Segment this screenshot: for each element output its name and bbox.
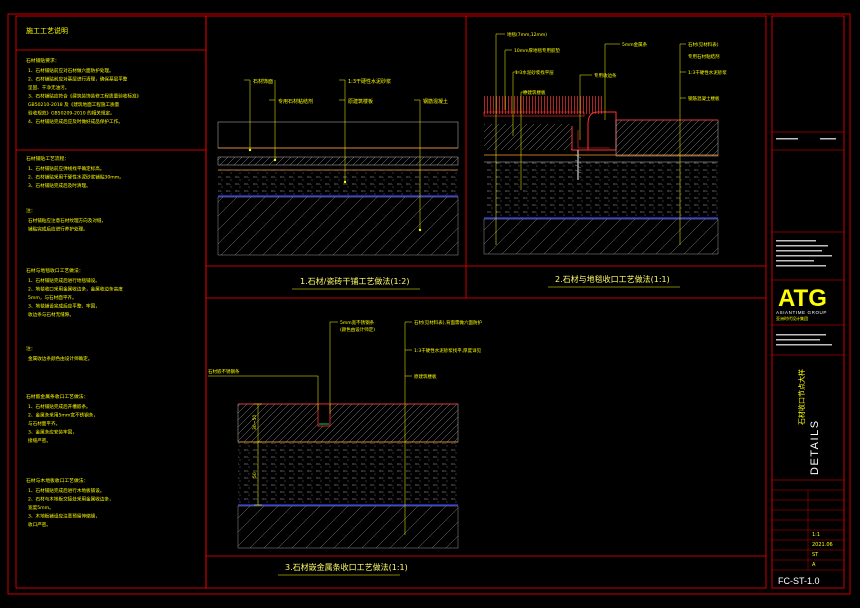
detail1-label-5: 钢筋混凝土	[423, 98, 448, 105]
notes-body: 石材铺贴要求： 1、石材铺贴前应对石材做六面防护处理。 2、石材铺贴前应对基层进行清…	[26, 57, 141, 528]
category-en: DETAILS	[809, 419, 821, 475]
detail-frames	[205, 15, 767, 589]
detail2-label-10: 钢筋混凝土楼板	[688, 95, 720, 102]
notes-sec3-note-head: 注：	[26, 345, 36, 352]
notes-title: 施工工艺说明	[26, 26, 68, 35]
detail3-label-5: 原建筑楼板	[414, 373, 437, 380]
scale-value: 1:1	[812, 532, 820, 538]
notes-sec2-head: 石材铺贴工艺流程：	[26, 155, 69, 162]
notes-line: 1、石材铺贴前应弹线找平确定标高。	[28, 165, 104, 172]
notes-line: 3、石材铺贴应符合《建筑装饰装修工程质量验收标准》	[28, 93, 141, 100]
detail2-label-3: 1:3水泥砂浆找平层	[515, 69, 554, 76]
detail2-label-2: 10mm厚地毯专用胶垫	[514, 47, 560, 54]
notes-panel: 施工工艺说明 石材铺贴要求： 1、石材铺贴前应对石材做六面防护处理。 2、石材铺贴前…	[15, 15, 207, 589]
category-cn: 石材收口节点大样	[797, 369, 806, 425]
atg-logo: ATG	[778, 285, 827, 312]
notes-line: 1、石材铺贴前应对石材做六面防护处理。	[28, 67, 114, 74]
notes-line: 2、石材铺贴前应对基层进行清理，确保基层平整	[28, 76, 128, 83]
notes-line: 2、石材与木地板交接处采用金属收边条，	[28, 496, 114, 503]
notes-line: 宽度5mm。	[28, 504, 54, 511]
notes-line: 3、石材铺贴完成后及时清理。	[28, 182, 91, 189]
notes-line: 1、石材铺贴完成后进行木地板铺设。	[28, 487, 104, 494]
detail1-label-3: 1:3干硬性水泥砂浆	[348, 78, 391, 85]
notes-sec3-head: 石材与地毯收口工艺做法：	[26, 267, 84, 274]
detail1-caption: 1.石材/瓷砖干铺工艺做法(1:2)	[300, 276, 409, 286]
notes-line: 石材铺贴应注意石材纹理方向及对缝，	[28, 217, 106, 224]
notes-line: GB50210-2018 及《建筑地面工程施工质量	[28, 101, 120, 108]
notes-line: 与石材面平齐。	[28, 420, 60, 427]
notes-line: 验收规范》GB50209-2010 的相关规定。	[28, 110, 115, 117]
notes-line: 接缝严密。	[28, 437, 51, 444]
notes-line: 2、石材铺贴采用干硬性水泥砂浆铺贴30mm。	[28, 174, 124, 181]
notes-line: 坚固、干净无油污。	[28, 84, 69, 91]
notes-line: 3、金属条应安装牢固，	[28, 429, 77, 436]
detail3-label-2: (颜色由设计师定)	[340, 326, 375, 333]
detail3-dim-1: 30~50	[252, 415, 258, 430]
notes-sec1-head: 石材铺贴要求：	[26, 57, 60, 64]
notes-line: 2、地毯收口采用金属收边条，金属收边条高度	[28, 286, 123, 293]
detail3-caption: 3.石材嵌金属条收口工艺做法(1:1)	[285, 562, 408, 572]
detail2-label-4: 原建筑楼板	[523, 89, 546, 96]
notes-line: 2、金属条采用5mm宽不锈钢条，	[28, 412, 98, 419]
title-block: ATG ASIANTIME GROUP 亚洲时代设计集团 DETAILS 石材收…	[771, 15, 845, 589]
notes-line: 5mm，与石材面平齐。	[28, 294, 77, 301]
detail2-label-7: 石材(见材料表)	[688, 41, 719, 48]
detail-2-section: 地毯(7mm,12mm) 10mm厚地毯专用胶垫 1:3水泥砂浆找平层 原建筑楼…	[483, 31, 727, 288]
notes-line: 1、石材铺贴完成后进行地毯铺设。	[28, 277, 100, 284]
notes-line: 铺贴完成后应进行养护处理。	[28, 226, 88, 233]
drawing-number: FC-ST-1.0	[778, 576, 820, 586]
detail3-label-6: 石材嵌不锈钢条	[208, 368, 240, 375]
detail2-caption: 2.石材与地毯收口工艺做法(1:1)	[555, 274, 670, 284]
detail1-label-2: 专用石材粘结剂	[278, 98, 313, 105]
detail3-label-3: 石材(见材料表),背面需做六面防护	[414, 319, 482, 326]
detail2-label-5: 5mm金属条	[622, 41, 648, 48]
notes-line: 收边条与石材无缝隙。	[28, 311, 74, 318]
detail3-label-1: 5mm宽不锈钢条	[340, 319, 375, 326]
notes-sec5-head: 石材与木地板收口工艺做法：	[26, 477, 88, 484]
date-value: 2021.06	[812, 542, 833, 548]
detail1-label-1: 石材饰面	[253, 78, 273, 85]
notes-line: 1、石材铺贴完成后开槽嵌条。	[28, 403, 91, 410]
notes-line: 3、地毯铺设完成后应平整、牢固，	[28, 303, 100, 310]
notes-line: 3、木地板铺设应注意预留伸缩缝，	[28, 513, 100, 520]
detail2-label-6: 专用收边条	[594, 72, 617, 79]
detail-3-section: 30~50 50 5mm宽不锈钢条 (颜色由设计师定) 石材(见材料表),背面需…	[208, 319, 482, 576]
rev-value: A	[812, 562, 816, 568]
detail1-label-4: 原建筑楼板	[348, 98, 373, 105]
detail3-dim-2: 50	[252, 472, 258, 478]
notes-line: 收口严密。	[28, 521, 51, 528]
detail2-label-9: 1:3干硬性水泥砂浆	[688, 69, 727, 76]
notes-line: 4、石材铺贴完成后应及时做好成品保护工作。	[28, 118, 123, 125]
sheet-value: ST	[812, 552, 819, 558]
detail2-label-8: 专用石材粘结剂	[688, 53, 720, 60]
company-name-en: ASIANTIME GROUP	[776, 310, 827, 315]
company-name-sub: 亚洲时代设计集团	[776, 315, 808, 321]
detail2-label-1: 地毯(7mm,12mm)	[507, 31, 547, 38]
notes-line: 金属收边条颜色由设计师确定。	[28, 355, 92, 362]
notes-sec2-note-head: 注：	[26, 207, 36, 214]
notes-sec4-head: 石材嵌金属条收口工艺做法：	[26, 393, 88, 400]
detail-1-section: 石材饰面 专用石材粘结剂 1:3干硬性水泥砂浆 原建筑楼板 钢筋混凝土 1.石材…	[217, 78, 459, 290]
sheet-frame	[7, 13, 851, 595]
detail3-label-4: 1:3干硬性水泥砂浆找平,厚度详见	[414, 347, 482, 354]
